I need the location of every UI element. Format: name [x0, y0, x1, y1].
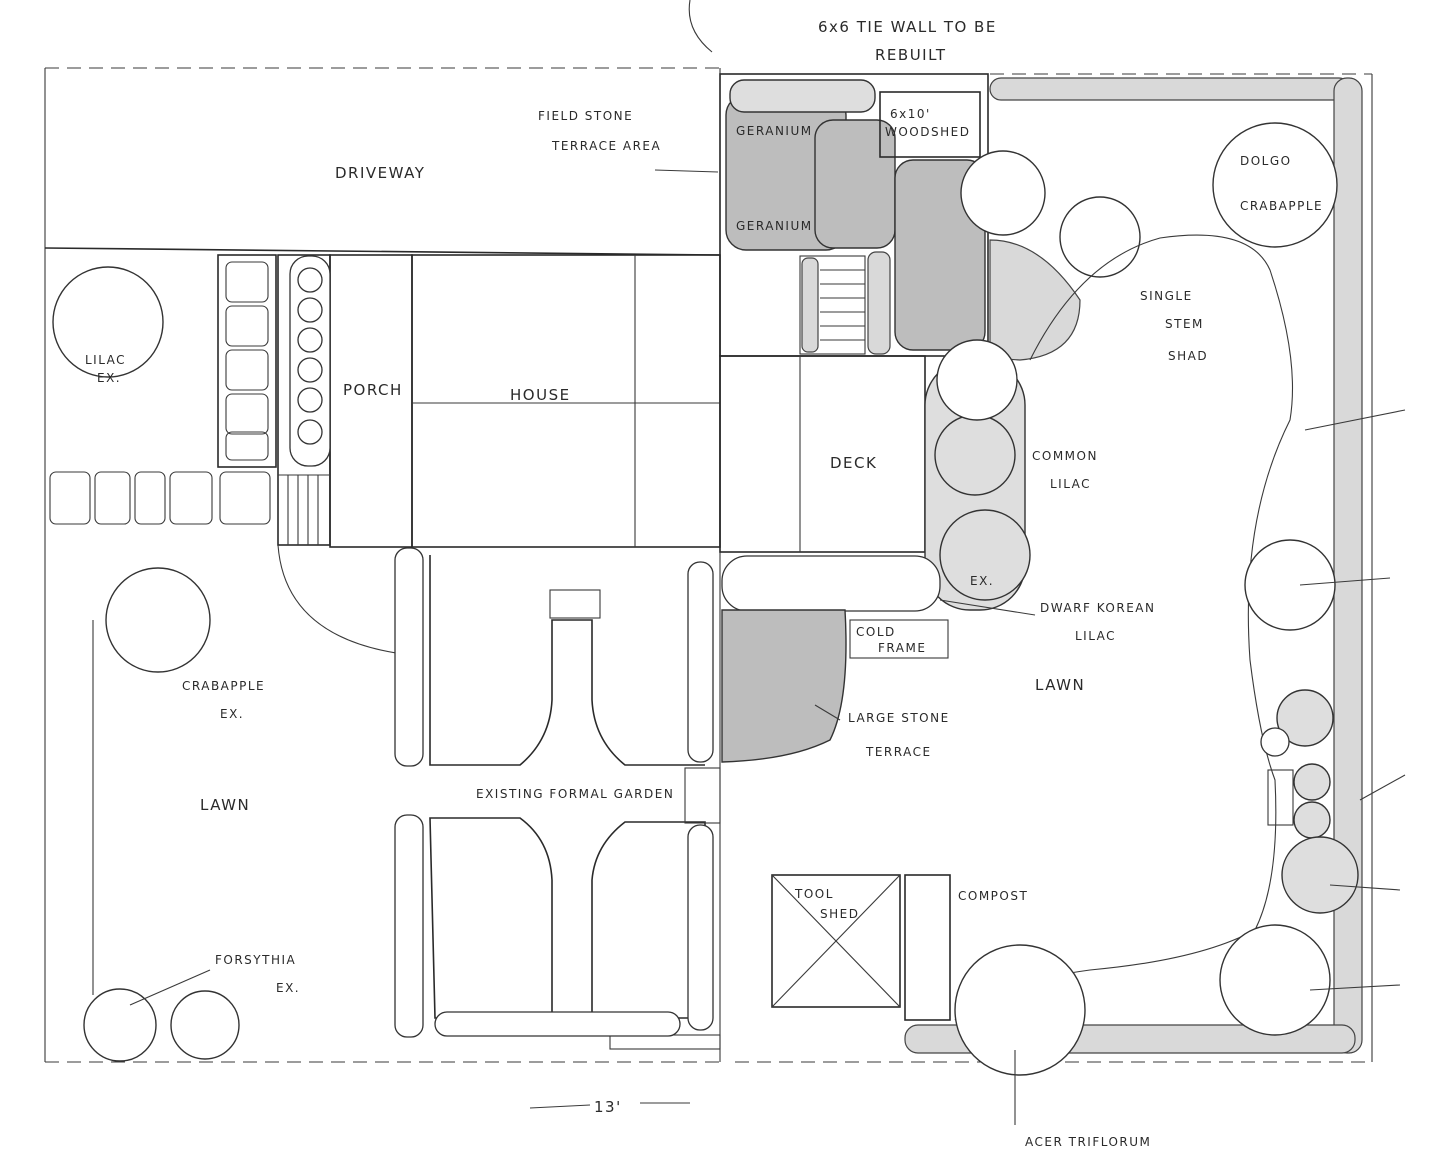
svg-text:FORSYTHIA: FORSYTHIA	[215, 953, 296, 967]
right-column-trees	[1219, 539, 1359, 1036]
driveway: DRIVEWAY	[44, 164, 721, 256]
svg-text:TERRACE: TERRACE	[865, 745, 932, 759]
acer-triflorum: ACER TRIFLORUM	[954, 944, 1151, 1149]
svg-text:STEM: STEM	[1165, 317, 1204, 331]
svg-text:SINGLE: SINGLE	[1140, 289, 1193, 303]
svg-text:13': 13'	[594, 1098, 622, 1116]
svg-text:LARGE STONE: LARGE STONE	[848, 711, 950, 725]
porch-steps	[278, 474, 330, 545]
svg-text:CRABAPPLE: CRABAPPLE	[182, 679, 265, 693]
field-stone-leader	[654, 169, 719, 173]
porch-shrub-row	[289, 255, 331, 467]
formal-garden: EXISTING FORMAL GARDEN	[394, 547, 721, 1050]
house-and-porch: PORCH HOUSE	[277, 254, 721, 656]
formal-garden-label: EXISTING FORMAL GARDEN	[476, 787, 674, 801]
common-lilac: COMMON LILAC EX.	[924, 359, 1098, 611]
compost: COMPOST	[904, 874, 1028, 1021]
svg-text:DOLGO: DOLGO	[1240, 154, 1292, 168]
svg-text:SHED: SHED	[820, 907, 859, 921]
svg-text:COLD: COLD	[856, 625, 896, 639]
svg-text:FIELD STONE: FIELD STONE	[538, 109, 633, 123]
tool-shed: TOOL SHED	[771, 874, 901, 1008]
svg-text:CRABAPPLE: CRABAPPLE	[1240, 199, 1323, 213]
svg-text:TERRACE AREA: TERRACE AREA	[551, 139, 661, 153]
driveway-label: DRIVEWAY	[335, 164, 425, 182]
field-stone-terrace: 6x10' WOODSHED GERANIUM GERANIUM	[719, 73, 989, 357]
lawn-right-label: LAWN	[1035, 676, 1085, 694]
svg-text:GERANIUM: GERANIUM	[736, 124, 813, 138]
svg-text:6x10': 6x10'	[890, 107, 931, 121]
dimension-13ft: 13'	[529, 1098, 690, 1116]
svg-text:LILAC: LILAC	[1050, 477, 1091, 491]
lawn-left-label: LAWN	[200, 796, 250, 814]
crabapple-existing: CRABAPPLE EX.	[105, 567, 265, 721]
forsythia-existing: FORSYTHIA EX.	[83, 953, 300, 1062]
large-stone-terrace: COLD FRAME LARGE STONE TERRACE	[721, 609, 950, 763]
dolgo-crabapple: DOLGO CRABAPPLE	[1212, 122, 1338, 248]
svg-text:EX.: EX.	[97, 371, 121, 385]
dwarf-korean-lilac-row: DWARF KOREAN LILAC	[721, 555, 1155, 643]
lilac-existing: LILAC EX.	[52, 266, 164, 385]
right-margin-leaders	[1299, 409, 1406, 991]
svg-text:COMMON: COMMON	[1032, 449, 1098, 463]
svg-text:LILAC: LILAC	[85, 353, 126, 367]
tie-wall-leader	[688, 0, 713, 53]
stepping-stones	[49, 254, 277, 525]
single-stem-shad: SINGLE STEM SHAD	[936, 150, 1208, 421]
svg-text:COMPOST: COMPOST	[958, 889, 1028, 903]
svg-text:DWARF KOREAN: DWARF KOREAN	[1040, 601, 1155, 615]
house-label: HOUSE	[510, 386, 571, 404]
svg-text:ACER TRIFLORUM: ACER TRIFLORUM	[1025, 1135, 1151, 1149]
porch-label: PORCH	[343, 381, 403, 399]
deck: DECK	[719, 355, 926, 553]
svg-text:EX.: EX.	[220, 707, 244, 721]
svg-text:EX.: EX.	[970, 574, 994, 588]
svg-text:SHAD: SHAD	[1168, 349, 1208, 363]
svg-text:WOODSHED: WOODSHED	[885, 125, 970, 139]
svg-text:FRAME: FRAME	[878, 641, 926, 655]
svg-text:EX.: EX.	[276, 981, 300, 995]
deck-label: DECK	[830, 454, 877, 472]
lawn-edge-curve	[954, 234, 1294, 1021]
svg-text:6x6 TIE WALL TO BE: 6x6 TIE WALL TO BE	[818, 18, 997, 36]
svg-text:GERANIUM: GERANIUM	[736, 219, 813, 233]
svg-text:TOOL: TOOL	[794, 887, 834, 901]
svg-text:LILAC: LILAC	[1075, 629, 1116, 643]
svg-text:REBUILT: REBUILT	[875, 46, 947, 64]
